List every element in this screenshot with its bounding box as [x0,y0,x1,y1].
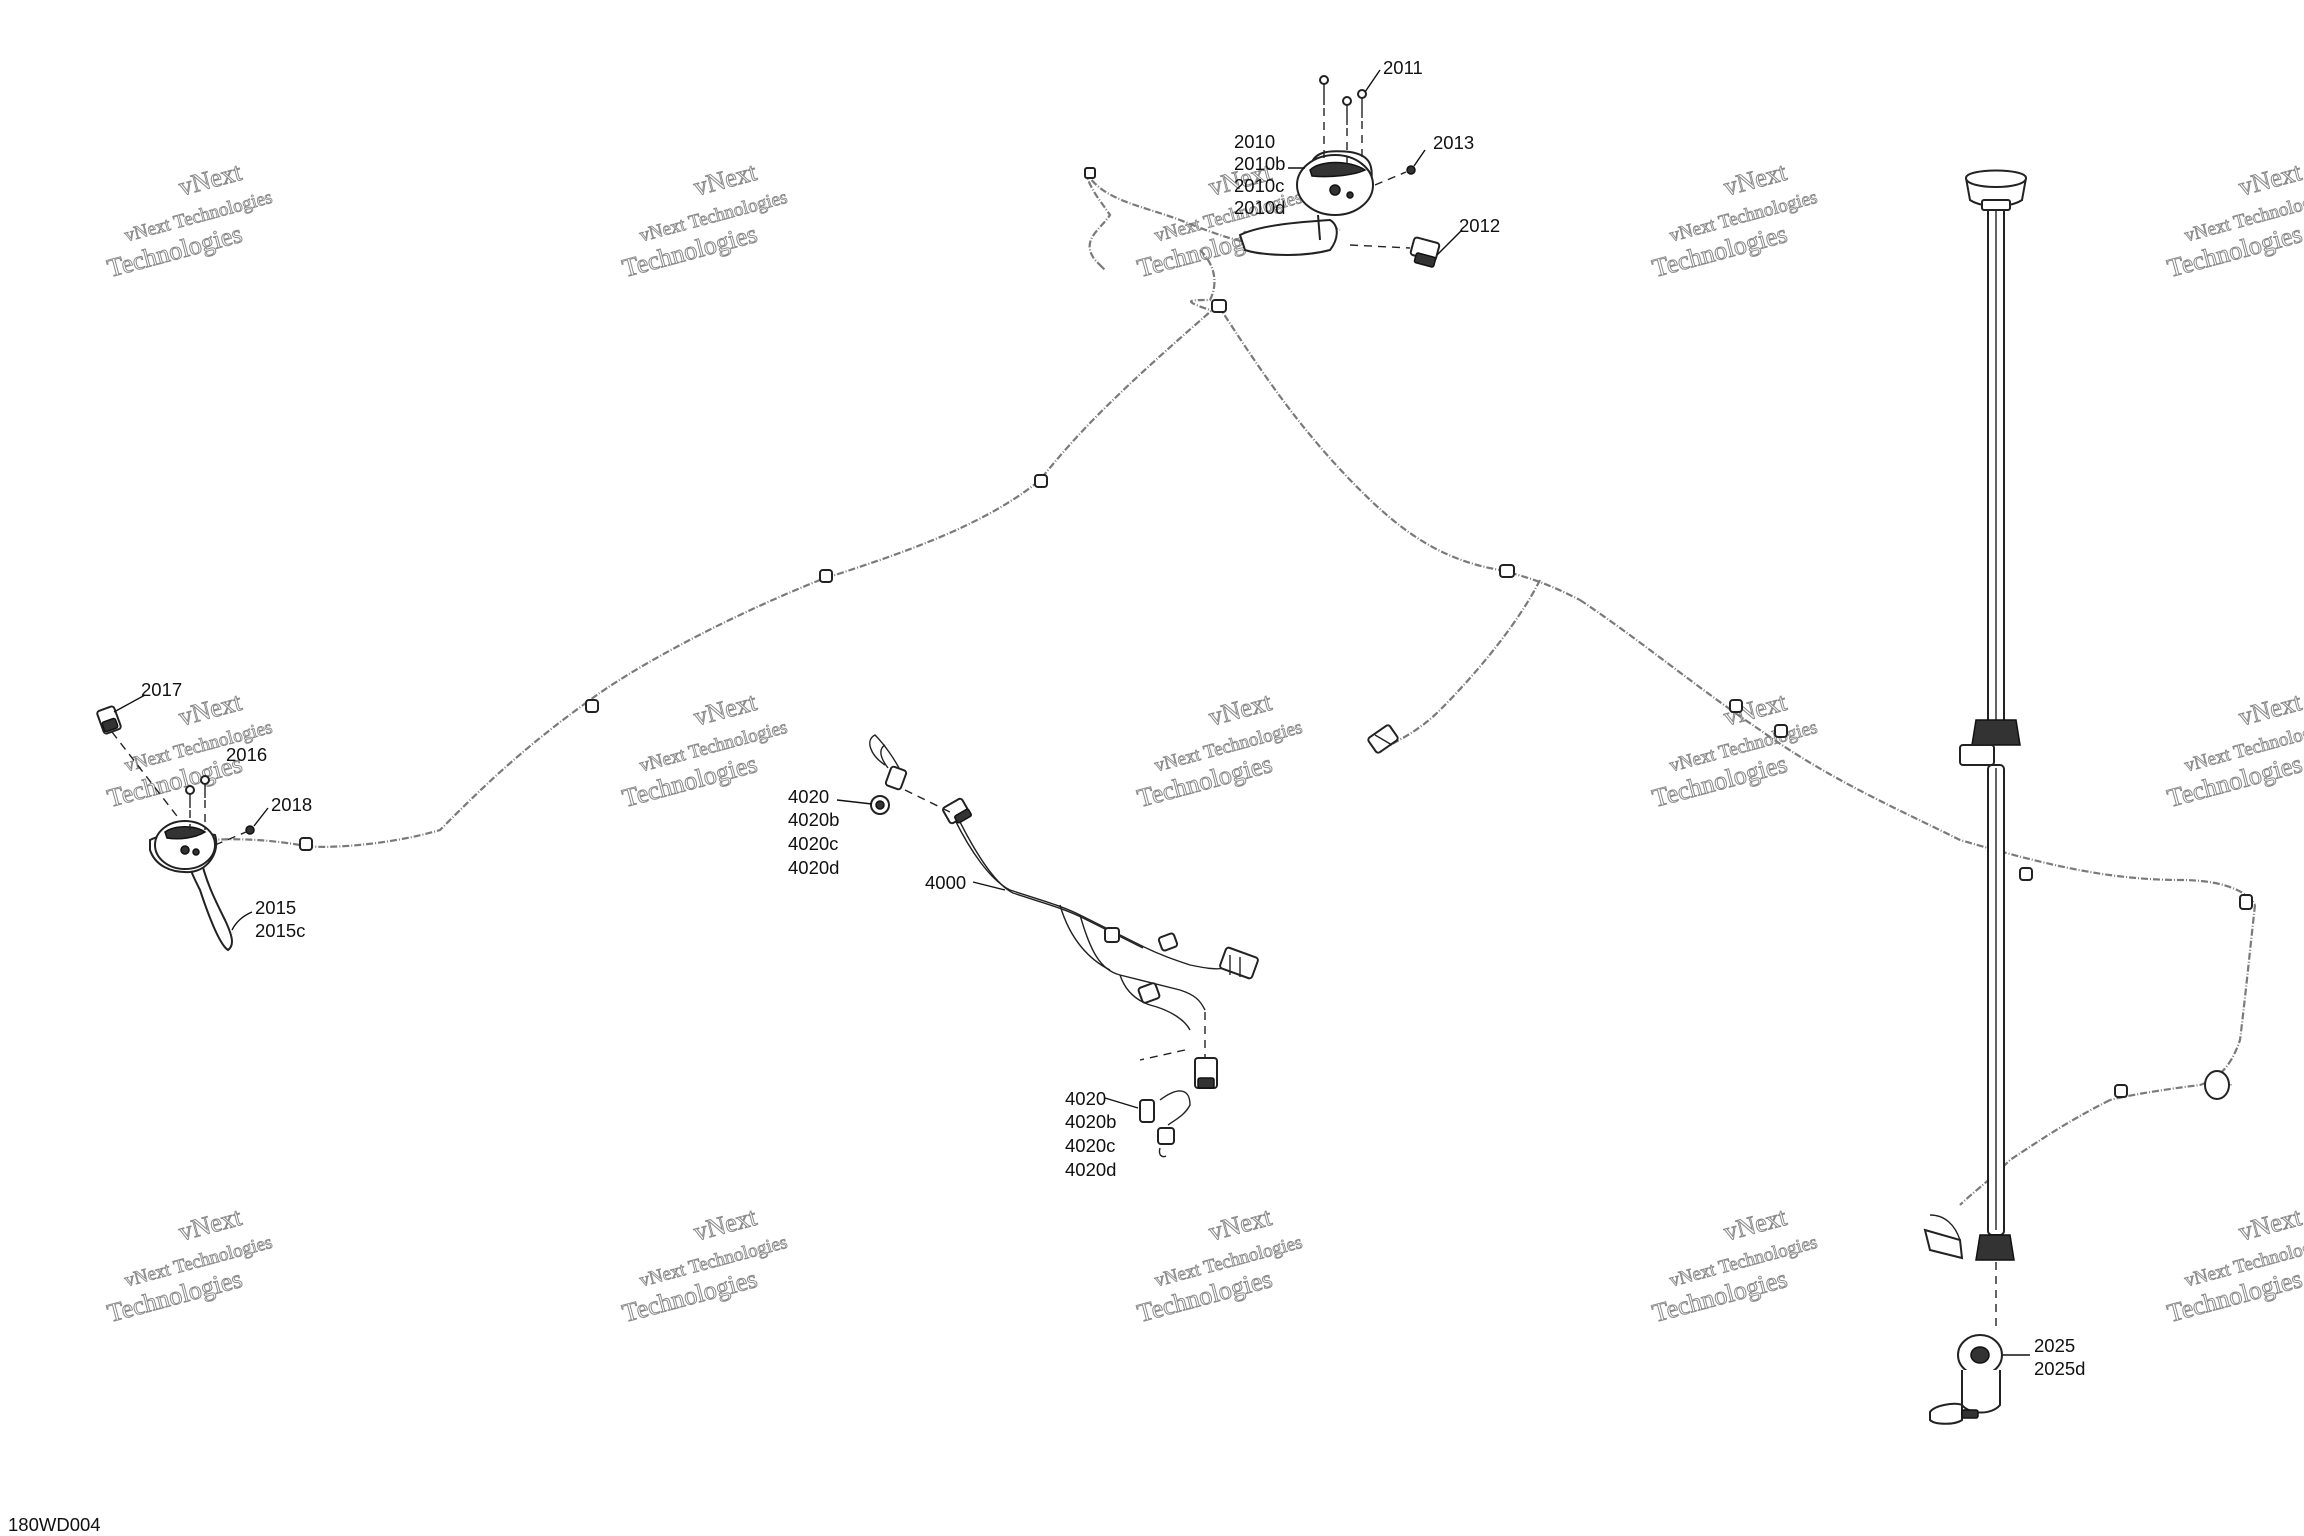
bulb-socket-4020-bottom [1139,1090,1191,1158]
watermark-overlay: vNext [1206,687,1276,732]
callout-2018: 2018 [271,794,312,815]
callout-4020b-top: 4020b [788,809,839,830]
connector-4000-d [1104,927,1179,1004]
callout-4020c-bottom: 4020c [1065,1135,1115,1156]
leader-lines [113,69,2030,1356]
watermark-overlay: vNext [176,157,246,202]
connector-2012 [1349,236,1441,268]
watermark-overlay: vNext [1721,157,1791,202]
diagram-code: 180WD004 [8,1514,101,1535]
callout-2010c: 2010c [1234,175,1284,196]
pole-bracket [1923,1214,1964,1260]
callout-2016: 2016 [226,744,267,765]
nut-2013 [1374,165,1416,186]
callout-4020-bottom: 4020 [1065,1088,1106,1109]
callout-labels: 2011 2010 2010b 2010c 2010d 2013 2012 20… [8,57,2085,1535]
bulb-socket-4020-top [869,734,951,815]
callout-2012: 2012 [1459,215,1500,236]
watermark-overlay: vNext [176,687,246,732]
connector-4000-c [1194,1057,1218,1089]
connector-4000-a [942,797,972,825]
callout-4020d-top: 4020d [788,857,839,878]
pole-collar [1959,719,2021,766]
callout-2015: 2015 [255,897,296,918]
watermark-overlay: vNext [176,1202,246,1247]
nut-2018 [214,825,255,846]
callout-2010b: 2010b [1234,153,1285,174]
sub-harness-4000 [942,797,1259,1089]
callout-2010d: 2010d [1234,197,1285,218]
callout-2025: 2025 [2034,1335,2075,1356]
watermark-overlay: vNext [2236,687,2304,732]
grommet-right [2204,1070,2230,1100]
top-gauge-assembly [1238,75,1441,268]
watermark-overlay: vNext [691,1202,761,1247]
connector-2017 [96,705,181,821]
pole-light-assembly [1923,169,2028,1425]
connector-mid [1367,724,1399,754]
callout-4020d-bottom: 4020d [1065,1159,1116,1180]
callout-2013: 2013 [1433,132,1474,153]
callout-2017: 2017 [141,679,182,700]
watermark-overlay: vNext [1721,1202,1791,1247]
screws-2011 [1319,75,1367,165]
socket-2025 [1929,1334,2003,1425]
callout-2010: 2010 [1234,131,1275,152]
main-harness [209,167,2257,1206]
callout-4020c-top: 4020c [788,833,838,854]
watermark-overlay: vNext [691,157,761,202]
callout-4000: 4000 [925,872,966,893]
harness-clips [299,167,2253,1098]
callout-4020-top: 4020 [788,786,829,807]
callout-2025d: 2025d [2034,1358,2085,1379]
watermark-overlay: vNext [2236,157,2304,202]
connector-4000-b [1219,946,1259,980]
watermark-overlay: vNext [2236,1202,2304,1247]
callout-2011: 2011 [1383,57,1423,78]
screws-2016 [185,775,210,830]
watermark-overlay: vNext [1206,1202,1276,1247]
left-gauge-assembly [96,705,255,952]
callout-4020b-bottom: 4020b [1065,1111,1116,1132]
watermark-overlay: vNext [691,687,761,732]
callout-2015c: 2015c [255,920,305,941]
